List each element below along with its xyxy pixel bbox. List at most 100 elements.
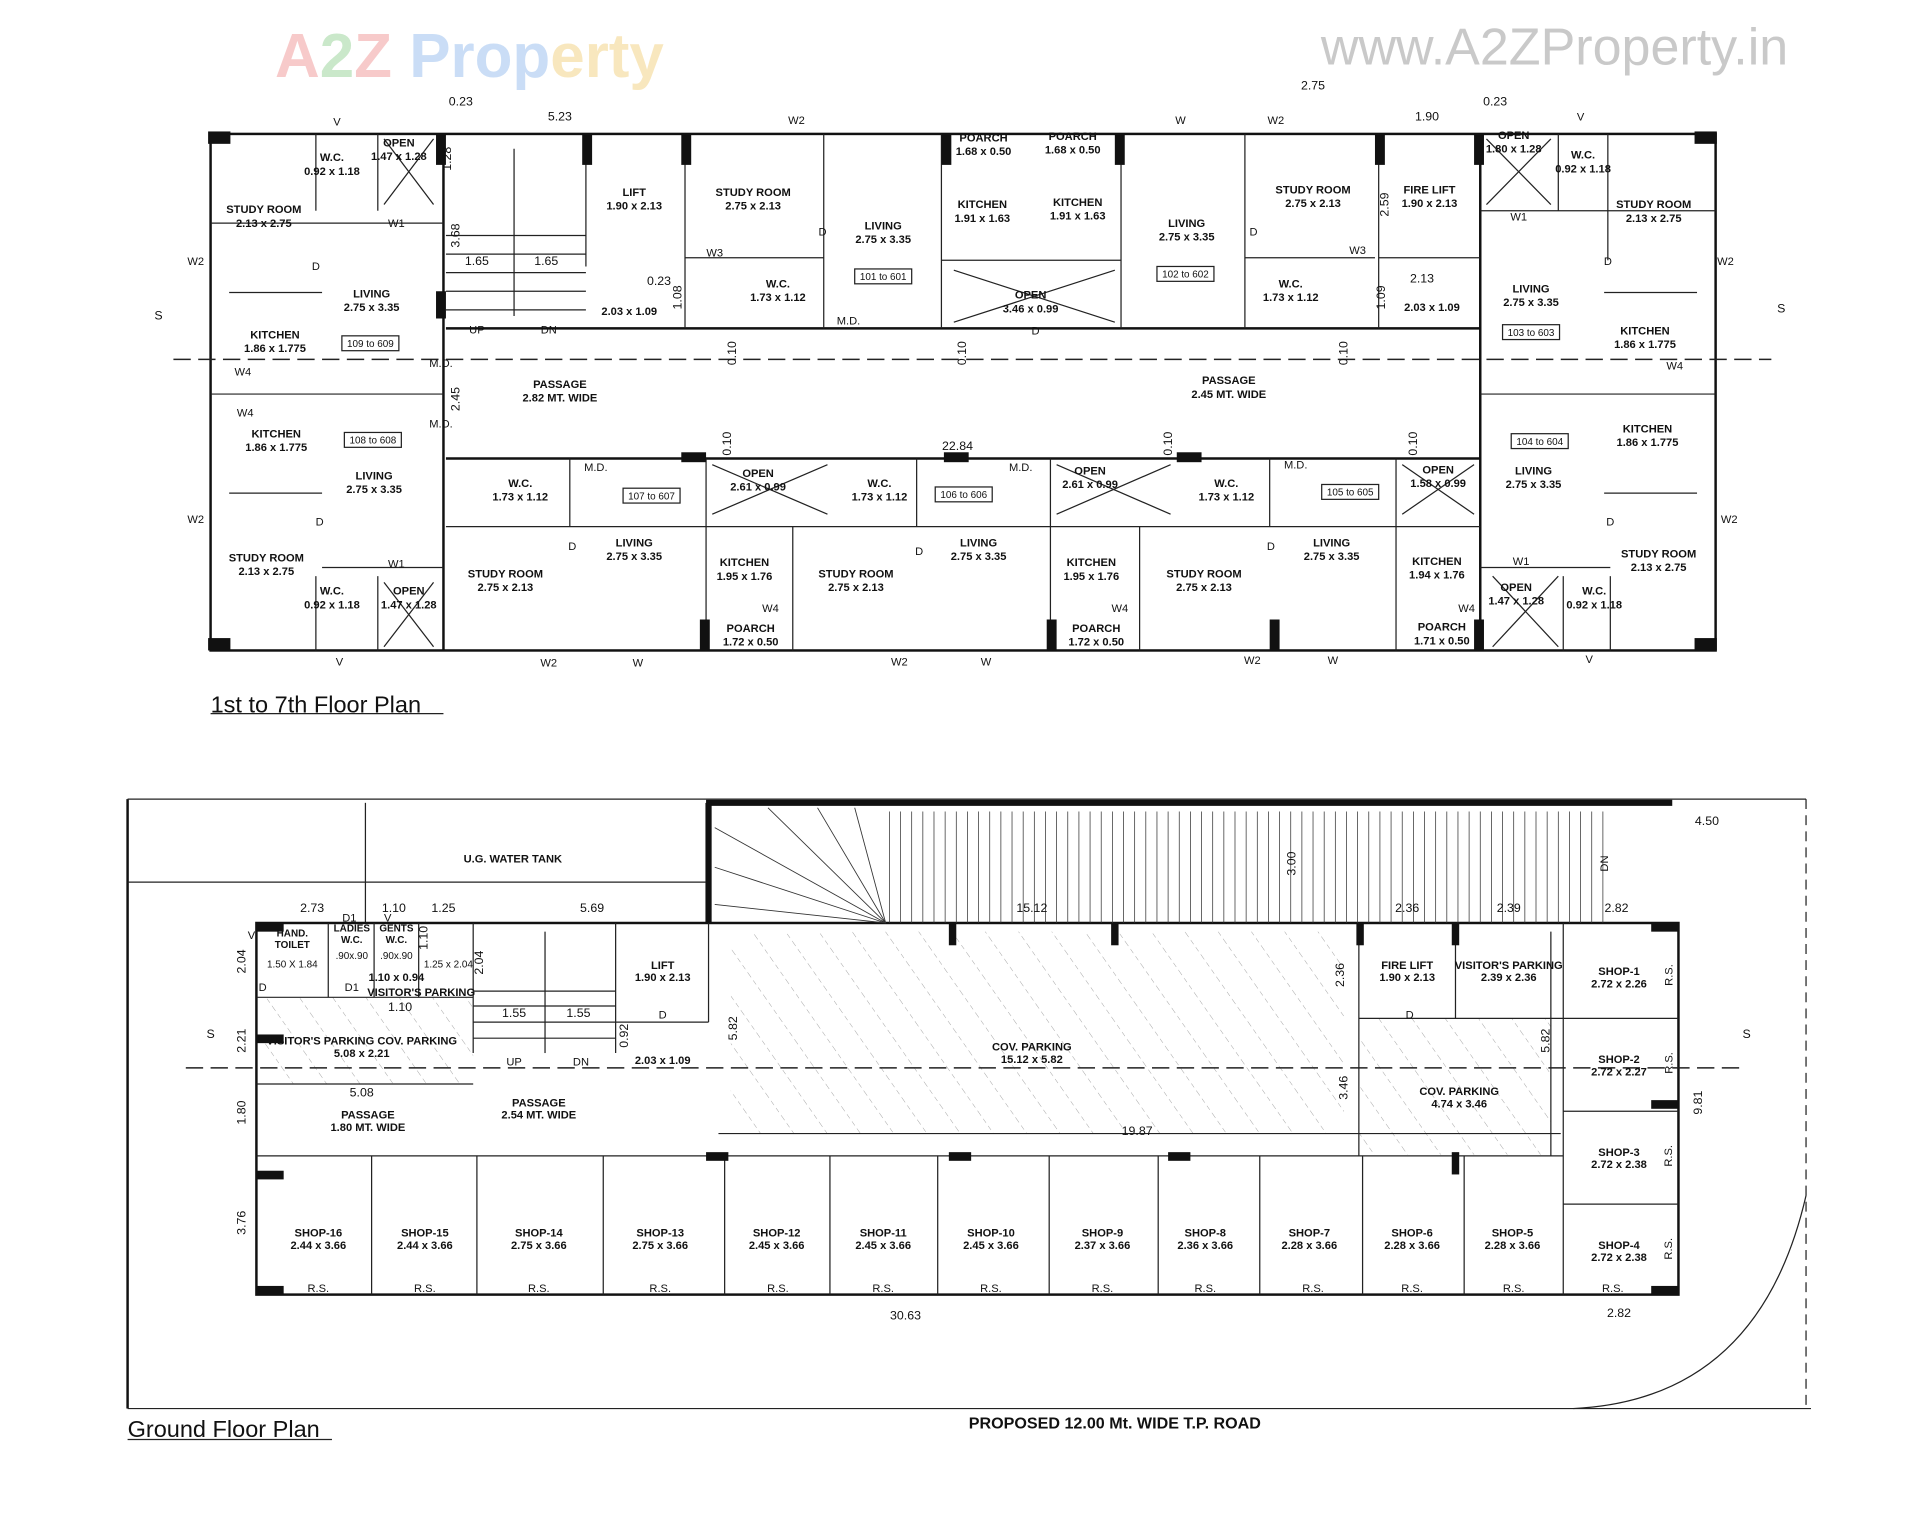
plan-marker: M.D. — [1284, 459, 1307, 471]
room-size: 0.92 x 1.18 — [1555, 163, 1611, 175]
room-size: 1.73 x 1.12 — [492, 492, 548, 504]
dimension-label: 2.82 — [1604, 901, 1628, 915]
cov-parking-hatch — [730, 931, 1344, 1134]
roller-shutter-label: R.S. — [1194, 1283, 1216, 1295]
plan-marker: D — [1032, 326, 1040, 338]
room-size: 2.03 x 1.09 — [601, 306, 657, 318]
shop-size: 2.72 x 2.38 — [1591, 1252, 1647, 1264]
dimension-label: 3.68 — [449, 223, 463, 247]
plan-marker: W1 — [1510, 212, 1527, 224]
unit-tag-box — [1321, 483, 1380, 500]
room-name-box: HAND. TOILET — [275, 929, 310, 950]
watermark-url: www.A2ZProperty.in — [1320, 19, 1788, 77]
plan-marker: W2 — [187, 514, 204, 526]
room-name: LIVING — [356, 471, 393, 483]
dimension-label: 1.08 — [670, 285, 684, 309]
dimension-label: 2.13 — [1410, 272, 1434, 286]
room-size: 1.10 x 0.94 — [369, 972, 425, 984]
unit-tag-box — [854, 268, 913, 285]
dimension-label: 0.10 — [720, 431, 734, 455]
plan-marker: D — [1267, 541, 1275, 553]
room-name: VISITOR'S PARKING — [1455, 960, 1563, 972]
watermark: A2Z Property www.A2ZProperty.in — [275, 19, 1788, 91]
shop-size: 2.72 x 2.38 — [1591, 1159, 1647, 1171]
room-name: COV. PARKING — [992, 1042, 1072, 1054]
shop-name: SHOP-8 — [1185, 1227, 1226, 1239]
room-name: KITCHEN — [1053, 197, 1102, 209]
room-name: OPEN — [742, 468, 774, 480]
room-name: LIVING — [1168, 218, 1205, 230]
room-size: 1.90 x 2.13 — [1402, 198, 1458, 210]
shop-name: SHOP-4 — [1598, 1240, 1640, 1252]
room-name: LIVING — [616, 537, 653, 549]
shop-name: SHOP-11 — [860, 1227, 907, 1239]
room-size: 2.61 x 0.99 — [730, 482, 786, 494]
room-size: 2.75 x 3.35 — [346, 484, 402, 496]
shop-size: 2.36 x 3.66 — [1177, 1240, 1233, 1252]
room-name: W.C. — [320, 152, 344, 164]
roller-shutter-label: R.S. — [1663, 1052, 1675, 1074]
dimension-label: 2.36 — [1333, 963, 1347, 987]
room-size: 1.47 x 1.28 — [1488, 596, 1544, 608]
room-name: STUDY ROOM — [229, 552, 304, 564]
room-name: POARCH — [727, 623, 775, 635]
shop-size: 2.28 x 3.66 — [1485, 1240, 1541, 1252]
roller-shutter-label: R.S. — [1503, 1283, 1525, 1295]
ground-plan-title: Ground Floor Plan — [128, 1416, 320, 1442]
room-size: 2.45 MT. WIDE — [1191, 389, 1266, 401]
room-size: 1.90 x 2.13 — [635, 972, 691, 984]
plan-marker: W4 — [1458, 603, 1475, 615]
room-size: 1.25 x 2.04 — [424, 960, 473, 971]
room-name: LIVING — [1512, 283, 1549, 295]
unit-number-tag: 108 to 608 — [349, 436, 396, 447]
room-size: 1.94 x 1.76 — [1409, 570, 1465, 582]
dimension-label: 1.80 — [234, 1100, 248, 1124]
dimension-label: 1.09 — [1374, 285, 1388, 309]
roller-shutter-label: R.S. — [528, 1283, 550, 1295]
shop-name: SHOP-16 — [295, 1227, 343, 1239]
dimension-label: 2.39 — [1497, 901, 1521, 915]
room-name: LIVING — [1515, 466, 1552, 478]
roller-shutter-label: R.S. — [1602, 1283, 1624, 1295]
ground-floor-plan — [126, 798, 1811, 1441]
dimension-label: 2.36 — [1395, 901, 1419, 915]
room-name: W.C. — [766, 279, 790, 291]
room-size: 2.82 MT. WIDE — [522, 392, 597, 404]
room-name: OPEN — [1422, 464, 1454, 476]
dimension-label: 3.46 — [1337, 1076, 1351, 1100]
room-size: 1.86 x 1.775 — [1614, 339, 1676, 351]
room-name: KITCHEN — [1412, 556, 1461, 568]
shop-size: 2.44 x 3.66 — [291, 1240, 347, 1252]
plan-marker: W2 — [187, 256, 204, 268]
unit-number-tag: 109 to 609 — [347, 339, 394, 350]
room-name: KITCHEN — [1623, 423, 1672, 435]
plan-marker: W3 — [706, 248, 723, 260]
plan-marker: W1 — [1513, 556, 1530, 568]
plan-marker: D — [915, 546, 923, 558]
plan-marker: DN — [573, 1056, 589, 1068]
plan-marker: D — [1604, 256, 1612, 268]
room-size: 0.92 x 1.18 — [304, 166, 360, 178]
room-size: 2.13 x 2.75 — [1631, 562, 1687, 574]
room-name: POARCH — [1049, 131, 1097, 143]
plan-marker: D — [316, 516, 324, 528]
unit-tag-box — [622, 487, 681, 504]
room-size: 1.90 x 2.13 — [1379, 972, 1435, 984]
plan-marker: W2 — [540, 658, 557, 670]
roller-shutter-label: R.S. — [414, 1283, 436, 1295]
roller-shutter-label: R.S. — [980, 1283, 1002, 1295]
watermark-logo: A2Z Property — [275, 22, 664, 91]
winder-step — [714, 866, 886, 924]
room-size: 1.50 X 1.84 — [267, 960, 318, 971]
upper-floor-plan — [173, 131, 1772, 715]
room-size: 0.92 x 1.18 — [1566, 599, 1622, 611]
room-name-box: LADIES W.C. — [334, 924, 370, 945]
plan-marker: D — [818, 227, 826, 239]
plan-marker: V — [384, 913, 392, 925]
plan-marker: V — [1586, 654, 1594, 666]
room-name: VISITOR'S PARKING COV. PARKING — [266, 1035, 457, 1047]
roller-shutter-label: R.S. — [1092, 1283, 1114, 1295]
room-size: 2.75 x 2.13 — [1285, 198, 1341, 210]
room-size: 2.75 x 3.35 — [1159, 231, 1215, 243]
